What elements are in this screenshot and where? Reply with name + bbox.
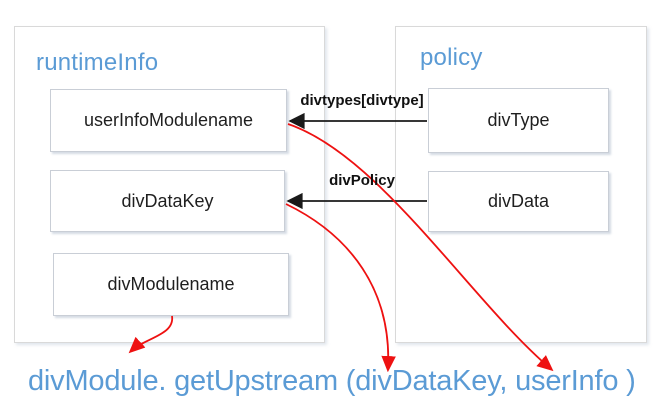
group-title-policy: policy — [420, 44, 483, 71]
node-divmodulename-label: divModulename — [107, 274, 235, 294]
node-divtype: divType — [428, 88, 609, 153]
node-userinfomodulename: userInfoModulename — [50, 89, 287, 152]
node-divdata: divData — [428, 171, 609, 232]
node-divmodulename: divModulename — [53, 253, 289, 316]
edge-divpolicy-label: divPolicy — [329, 172, 395, 189]
node-divdatakey-label: divDataKey — [121, 190, 214, 211]
node-userinfomodulename-label: userInfoModulename — [83, 110, 254, 130]
formula-text: divModule. getUpstream (divDataKey, user… — [28, 365, 636, 397]
edge-divtypes-label: divtypes[divtype] — [300, 92, 424, 109]
group-title-runtimeinfo: runtimeInfo — [36, 49, 159, 76]
node-divdata-label: divData — [487, 191, 550, 211]
node-divdatakey: divDataKey — [50, 170, 285, 232]
node-divtype-label: divType — [487, 110, 550, 130]
